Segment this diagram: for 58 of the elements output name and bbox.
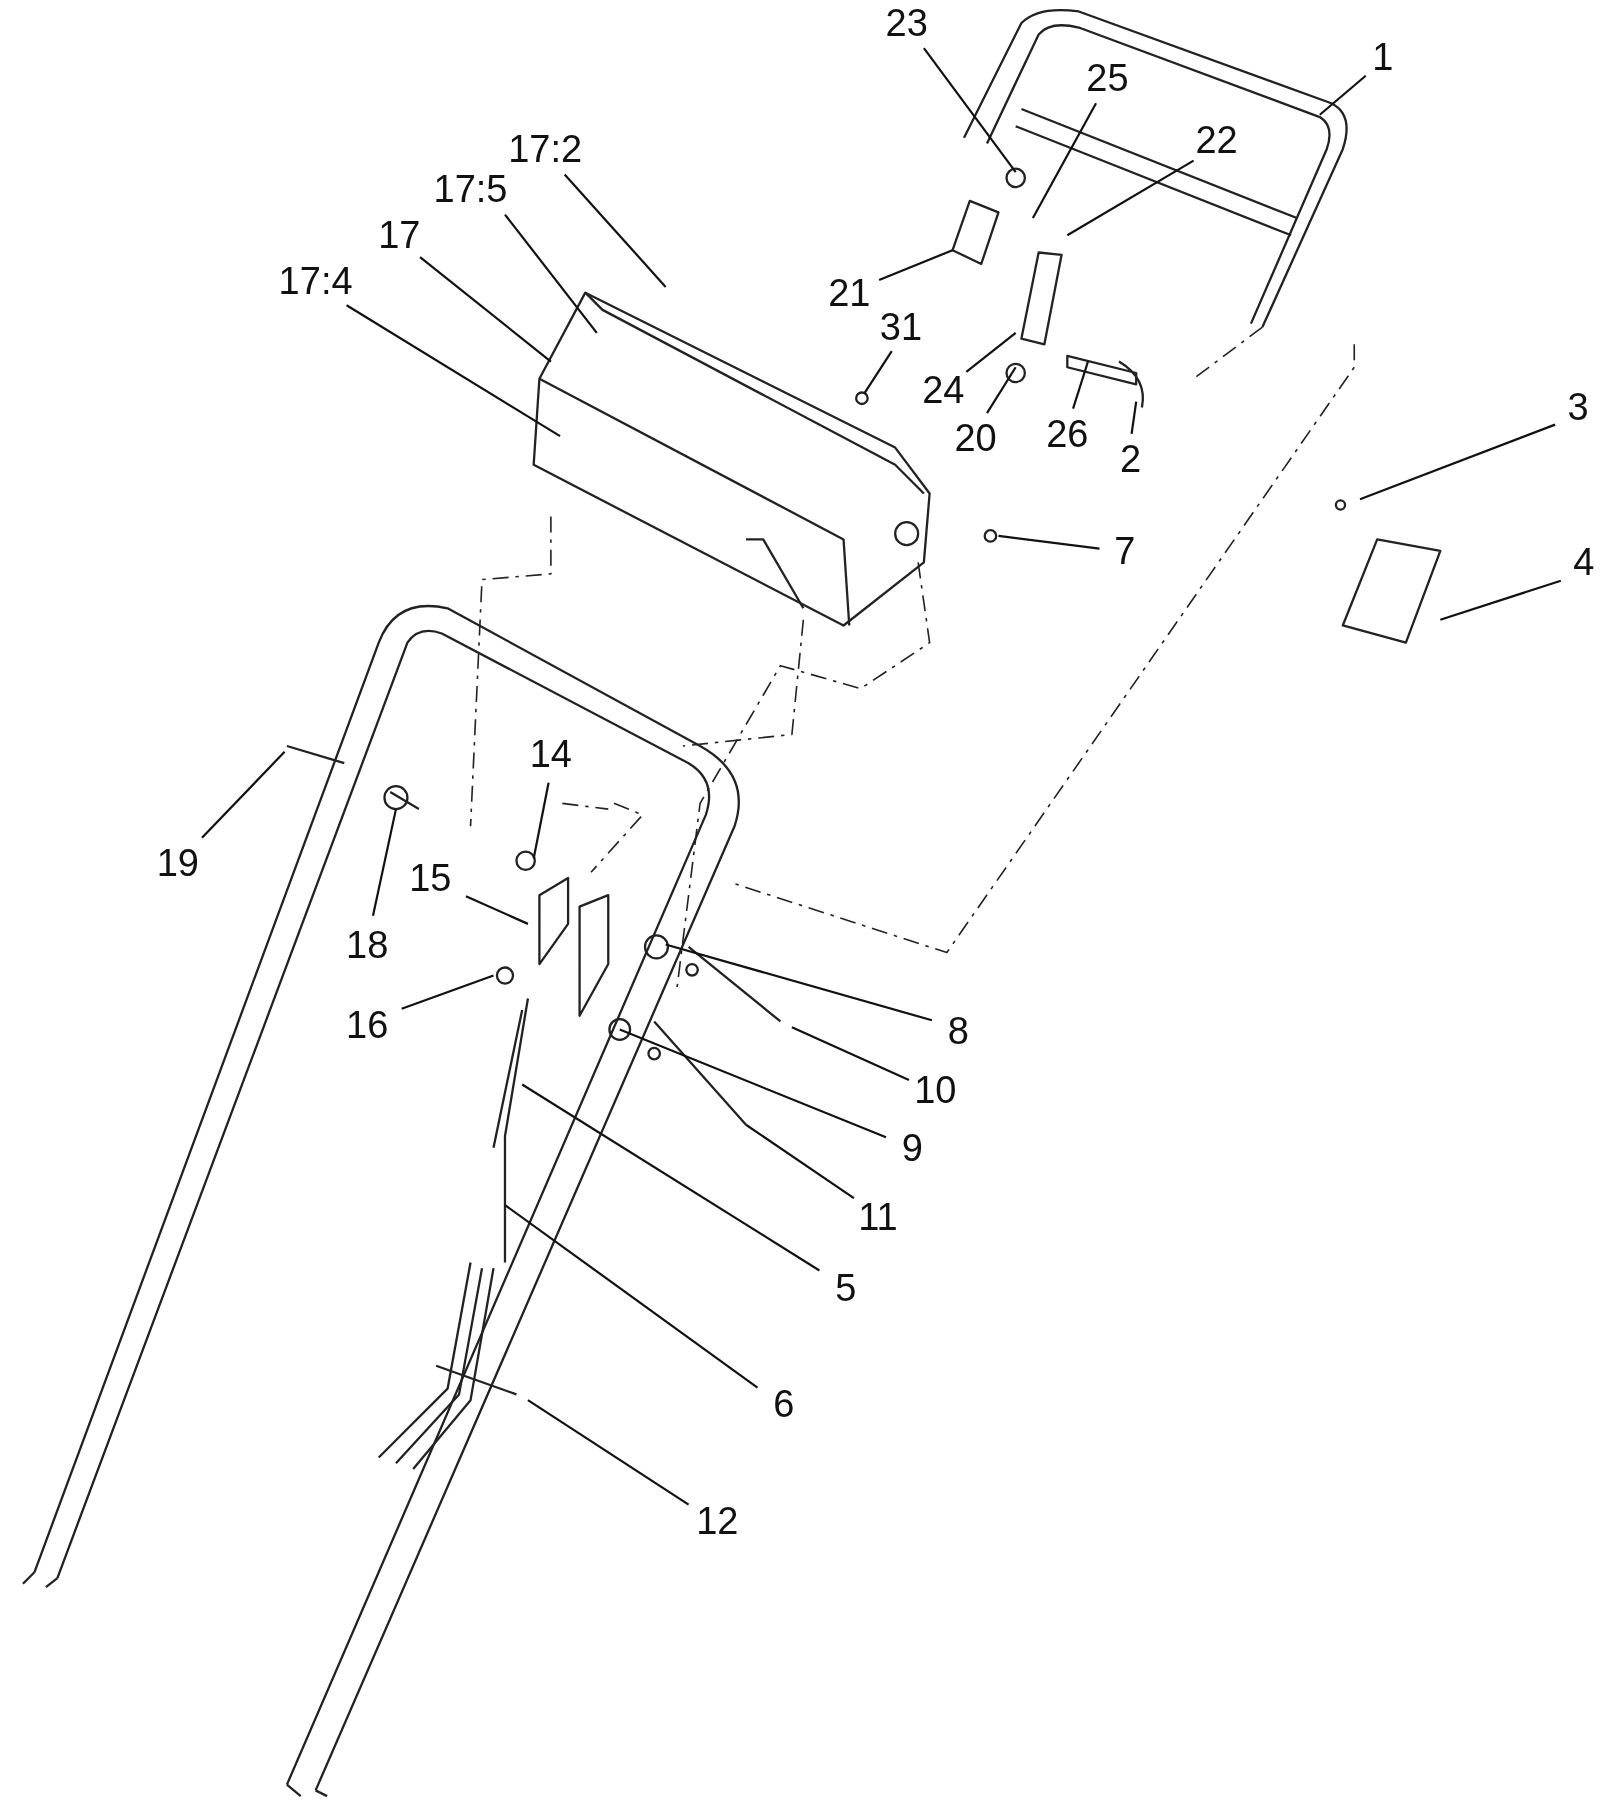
leader-line [1440, 579, 1562, 621]
callout-number: 9 [901, 1128, 923, 1167]
callout-number: 22 [1195, 121, 1238, 159]
leader-line [791, 1026, 910, 1081]
leader-line [346, 304, 561, 438]
leader-line [532, 782, 550, 859]
callout-number: 17:2 [508, 130, 583, 169]
leader-line [1319, 74, 1367, 116]
callout-number: 12 [696, 1501, 739, 1540]
callout-number: 20 [954, 419, 997, 458]
callout-number: 23 [885, 3, 928, 42]
leader-line [401, 974, 494, 1010]
callout-number: 10 [914, 1071, 957, 1110]
callout-number: 24 [922, 371, 965, 410]
callout-number: 5 [835, 1268, 857, 1307]
leader-line [1031, 102, 1097, 219]
leader-line [1066, 159, 1195, 237]
callout-number: 7 [1114, 531, 1136, 570]
callout-number: 15 [409, 858, 452, 897]
leader-line [965, 331, 1017, 373]
callout-number: 31 [879, 308, 923, 347]
leader-line [923, 47, 1017, 173]
callout-number: 3 [1567, 388, 1589, 427]
callout-number: 4 [1573, 543, 1595, 582]
leader-line [201, 750, 286, 839]
callout-number: 17:4 [278, 262, 353, 301]
leader-line [998, 534, 1100, 550]
callout-number: 17 [378, 216, 421, 255]
callout-number: 26 [1046, 414, 1089, 453]
callout-number: 8 [947, 1011, 969, 1050]
leader-line [665, 943, 933, 1022]
leader-line [465, 895, 529, 925]
callout-number: 11 [858, 1197, 898, 1236]
leader-line [1359, 423, 1556, 501]
leader-line [527, 1399, 690, 1506]
leader-line [619, 1028, 887, 1139]
leader-line [878, 249, 953, 282]
callout-number: 6 [773, 1384, 795, 1423]
leader-line [521, 1083, 821, 1272]
leader-line [863, 350, 893, 395]
callout-number: 2 [1119, 440, 1141, 479]
callout-number: 1 [1372, 38, 1394, 77]
leader-line [419, 256, 552, 363]
leader-line [504, 1204, 759, 1389]
leader-line [986, 366, 1017, 414]
leader-line [745, 1123, 855, 1200]
leader-line [371, 808, 398, 917]
callout-number: 14 [529, 735, 572, 773]
callout-number: 25 [1086, 59, 1129, 98]
leader-line [1072, 361, 1090, 409]
callout-number: 16 [346, 1005, 389, 1044]
callout-number: 18 [346, 925, 389, 964]
leader-line [1130, 401, 1138, 434]
callout-number: 19 [156, 844, 199, 883]
leader-line [504, 213, 598, 334]
callout-number: 21 [828, 273, 871, 312]
callout-number: 17:5 [433, 170, 508, 209]
leader-line [563, 173, 667, 288]
